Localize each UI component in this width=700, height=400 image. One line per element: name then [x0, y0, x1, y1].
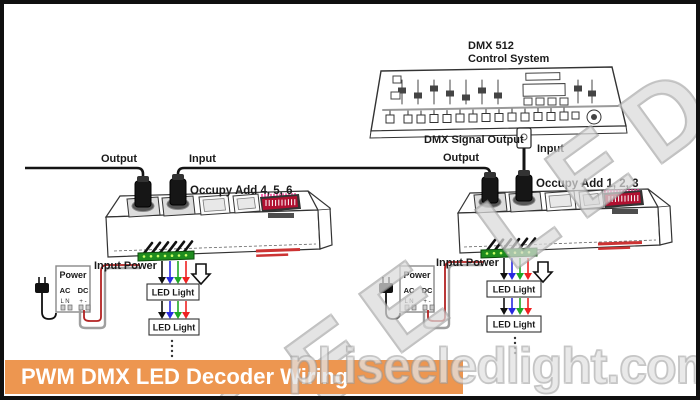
console-input-label: Input	[537, 143, 564, 155]
power-terminals	[404, 304, 435, 311]
led-light-box	[146, 283, 200, 301]
left-output-label: Output	[101, 153, 137, 165]
banner: PWM DMX LED Decoder Wiring	[5, 360, 463, 394]
dc-wire-gray	[78, 266, 140, 330]
left-input-label: Input	[189, 153, 216, 165]
dc-wire-gray	[422, 263, 483, 330]
led-light-label: LED Light	[493, 285, 536, 295]
console-button-stems	[389, 107, 565, 116]
watermark-bottom: pl.iseeledlight.com	[287, 337, 700, 395]
led-light-label: LED Light	[152, 288, 195, 298]
console-display	[522, 72, 566, 97]
power-ln-label: L N	[60, 299, 69, 305]
dip-switch	[603, 189, 644, 214]
power-pm-label: + -	[79, 299, 86, 305]
xlr-plug-output	[478, 172, 502, 208]
console-faders	[398, 79, 596, 105]
console-knob-center	[591, 114, 597, 120]
left-decoder: Occupy Add 4, 5, 6	[104, 174, 333, 258]
led-chain-left: LED Light LED Light	[146, 261, 212, 358]
xlr-plug-output	[131, 176, 155, 212]
console-button	[390, 91, 401, 100]
model-text	[597, 240, 643, 250]
power-pm-label: + -	[423, 299, 430, 305]
power-title: Power	[403, 270, 431, 280]
xlr-plug-input	[512, 170, 536, 206]
led-light-box	[148, 318, 200, 336]
console-base	[369, 125, 628, 139]
banner-title: PWM DMX LED Decoder Wiring	[21, 364, 349, 389]
console-dmx-connector	[516, 127, 532, 149]
power-supply-left: Power AC DC L N + -	[35, 264, 140, 330]
led-light-box	[486, 280, 542, 298]
power-supply-right: Power AC DC L N + -	[379, 261, 483, 330]
down-arrow-icon	[532, 261, 554, 284]
led-light-box	[486, 315, 542, 333]
continuation-dots	[513, 336, 517, 355]
power-ac-label: AC	[60, 286, 71, 295]
power-dc-label: DC	[422, 286, 433, 295]
model-text	[255, 247, 301, 257]
power-ln-label: L N	[404, 299, 413, 305]
occupy-label-left: Occupy Add 4, 5, 6	[190, 185, 292, 197]
right-output-label: Output	[443, 152, 479, 164]
xlr-plug-input	[166, 174, 190, 210]
led-chain-right: LED Light LED Light	[486, 258, 554, 355]
plug-icon	[35, 277, 57, 320]
plug-icon	[379, 277, 401, 320]
dc-wire-red	[427, 261, 483, 322]
power-ac-label: AC	[404, 286, 415, 295]
dmx-signal-output-label: DMX Signal Output	[424, 134, 524, 146]
console-button	[392, 75, 402, 84]
dip-switch	[260, 193, 301, 218]
power-dc-label: DC	[78, 286, 89, 295]
input-power-label-right: Input Power	[436, 257, 500, 269]
led-light-label: LED Light	[493, 320, 536, 330]
console-title-line2: Control System	[468, 53, 550, 65]
input-power-label-left: Input Power	[94, 260, 158, 272]
led-light-label: LED Light	[153, 323, 196, 333]
terminal-strip-right	[480, 237, 538, 259]
console-divider	[382, 105, 619, 111]
terminal-strip-left	[137, 240, 195, 262]
left-output-cable	[25, 166, 145, 180]
continuation-dots	[170, 339, 174, 358]
dc-wire-red	[83, 264, 140, 322]
console-buttons-mid	[523, 97, 569, 106]
down-arrow-icon	[190, 263, 212, 286]
dmx-console: DMX 512 Control System	[369, 40, 628, 139]
console-title-line1: DMX 512	[468, 40, 514, 52]
power-title: Power	[59, 270, 87, 280]
occupy-label-right: Occupy Add 1, 2, 3	[536, 178, 638, 190]
daisy-chain-cable	[176, 166, 492, 179]
